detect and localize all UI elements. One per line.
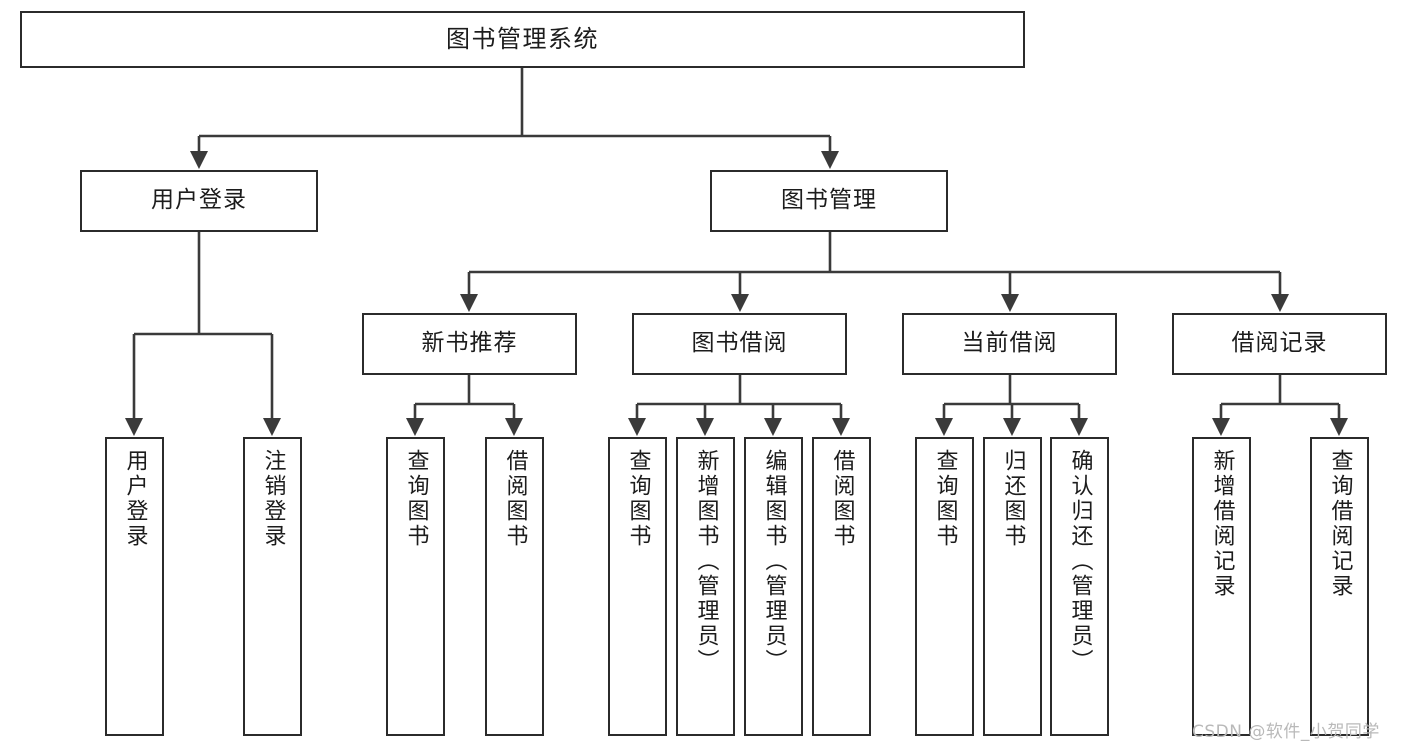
node-label: 查询图书 (625, 449, 651, 549)
leaf-recommend-query-book[interactable]: 查询图书 (386, 437, 445, 736)
node-label: 图书管理系统 (446, 25, 599, 54)
leaf-borrow-edit-book-admin[interactable]: 编辑图书（管理员） (744, 437, 803, 736)
node-new-book-recommendation[interactable]: 新书推荐 (362, 313, 577, 375)
node-label: 注销登录 (260, 449, 286, 549)
node-label: 借阅图书 (829, 449, 855, 549)
node-root-book-management-system[interactable]: 图书管理系统 (20, 11, 1025, 68)
node-label: 查询图书 (403, 449, 429, 549)
node-label: 借阅记录 (1231, 330, 1328, 357)
leaf-record-add-borrow-record[interactable]: 新增借阅记录 (1192, 437, 1251, 736)
node-borrowing-records[interactable]: 借阅记录 (1172, 313, 1387, 375)
node-label: 图书借阅 (691, 330, 788, 357)
node-label: 新增图书（管理员） (693, 449, 719, 674)
node-book-borrowing[interactable]: 图书借阅 (632, 313, 847, 375)
node-label: 归还图书 (1000, 449, 1026, 549)
node-current-borrowing[interactable]: 当前借阅 (902, 313, 1117, 375)
node-book-management[interactable]: 图书管理 (710, 170, 948, 232)
node-label: 确认归还（管理员） (1067, 449, 1093, 674)
leaf-user-login[interactable]: 用户登录 (105, 437, 164, 736)
node-label: 借阅图书 (502, 449, 528, 549)
leaf-current-query-book[interactable]: 查询图书 (915, 437, 974, 736)
leaf-current-confirm-return-admin[interactable]: 确认归还（管理员） (1050, 437, 1109, 736)
node-label: 用户登录 (122, 449, 148, 549)
node-label: 图书管理 (781, 187, 877, 214)
leaf-record-query-borrow-record[interactable]: 查询借阅记录 (1310, 437, 1369, 736)
node-user-login[interactable]: 用户登录 (80, 170, 318, 232)
node-label: 查询图书 (932, 449, 958, 549)
leaf-borrow-book[interactable]: 借阅图书 (812, 437, 871, 736)
leaf-borrow-query-book[interactable]: 查询图书 (608, 437, 667, 736)
node-label: 用户登录 (151, 187, 247, 214)
leaf-current-return-book[interactable]: 归还图书 (983, 437, 1042, 736)
node-label: 查询借阅记录 (1327, 449, 1353, 599)
csdn-watermark: CSDN @软件_小贺同学 (1192, 722, 1380, 742)
node-label: 新书推荐 (421, 330, 518, 357)
leaf-recommend-borrow-book[interactable]: 借阅图书 (485, 437, 544, 736)
leaf-user-logout[interactable]: 注销登录 (243, 437, 302, 736)
node-label: 编辑图书（管理员） (761, 449, 787, 674)
leaf-borrow-add-book-admin[interactable]: 新增图书（管理员） (676, 437, 735, 736)
node-label: 当前借阅 (961, 330, 1058, 357)
node-label: 新增借阅记录 (1209, 449, 1235, 599)
